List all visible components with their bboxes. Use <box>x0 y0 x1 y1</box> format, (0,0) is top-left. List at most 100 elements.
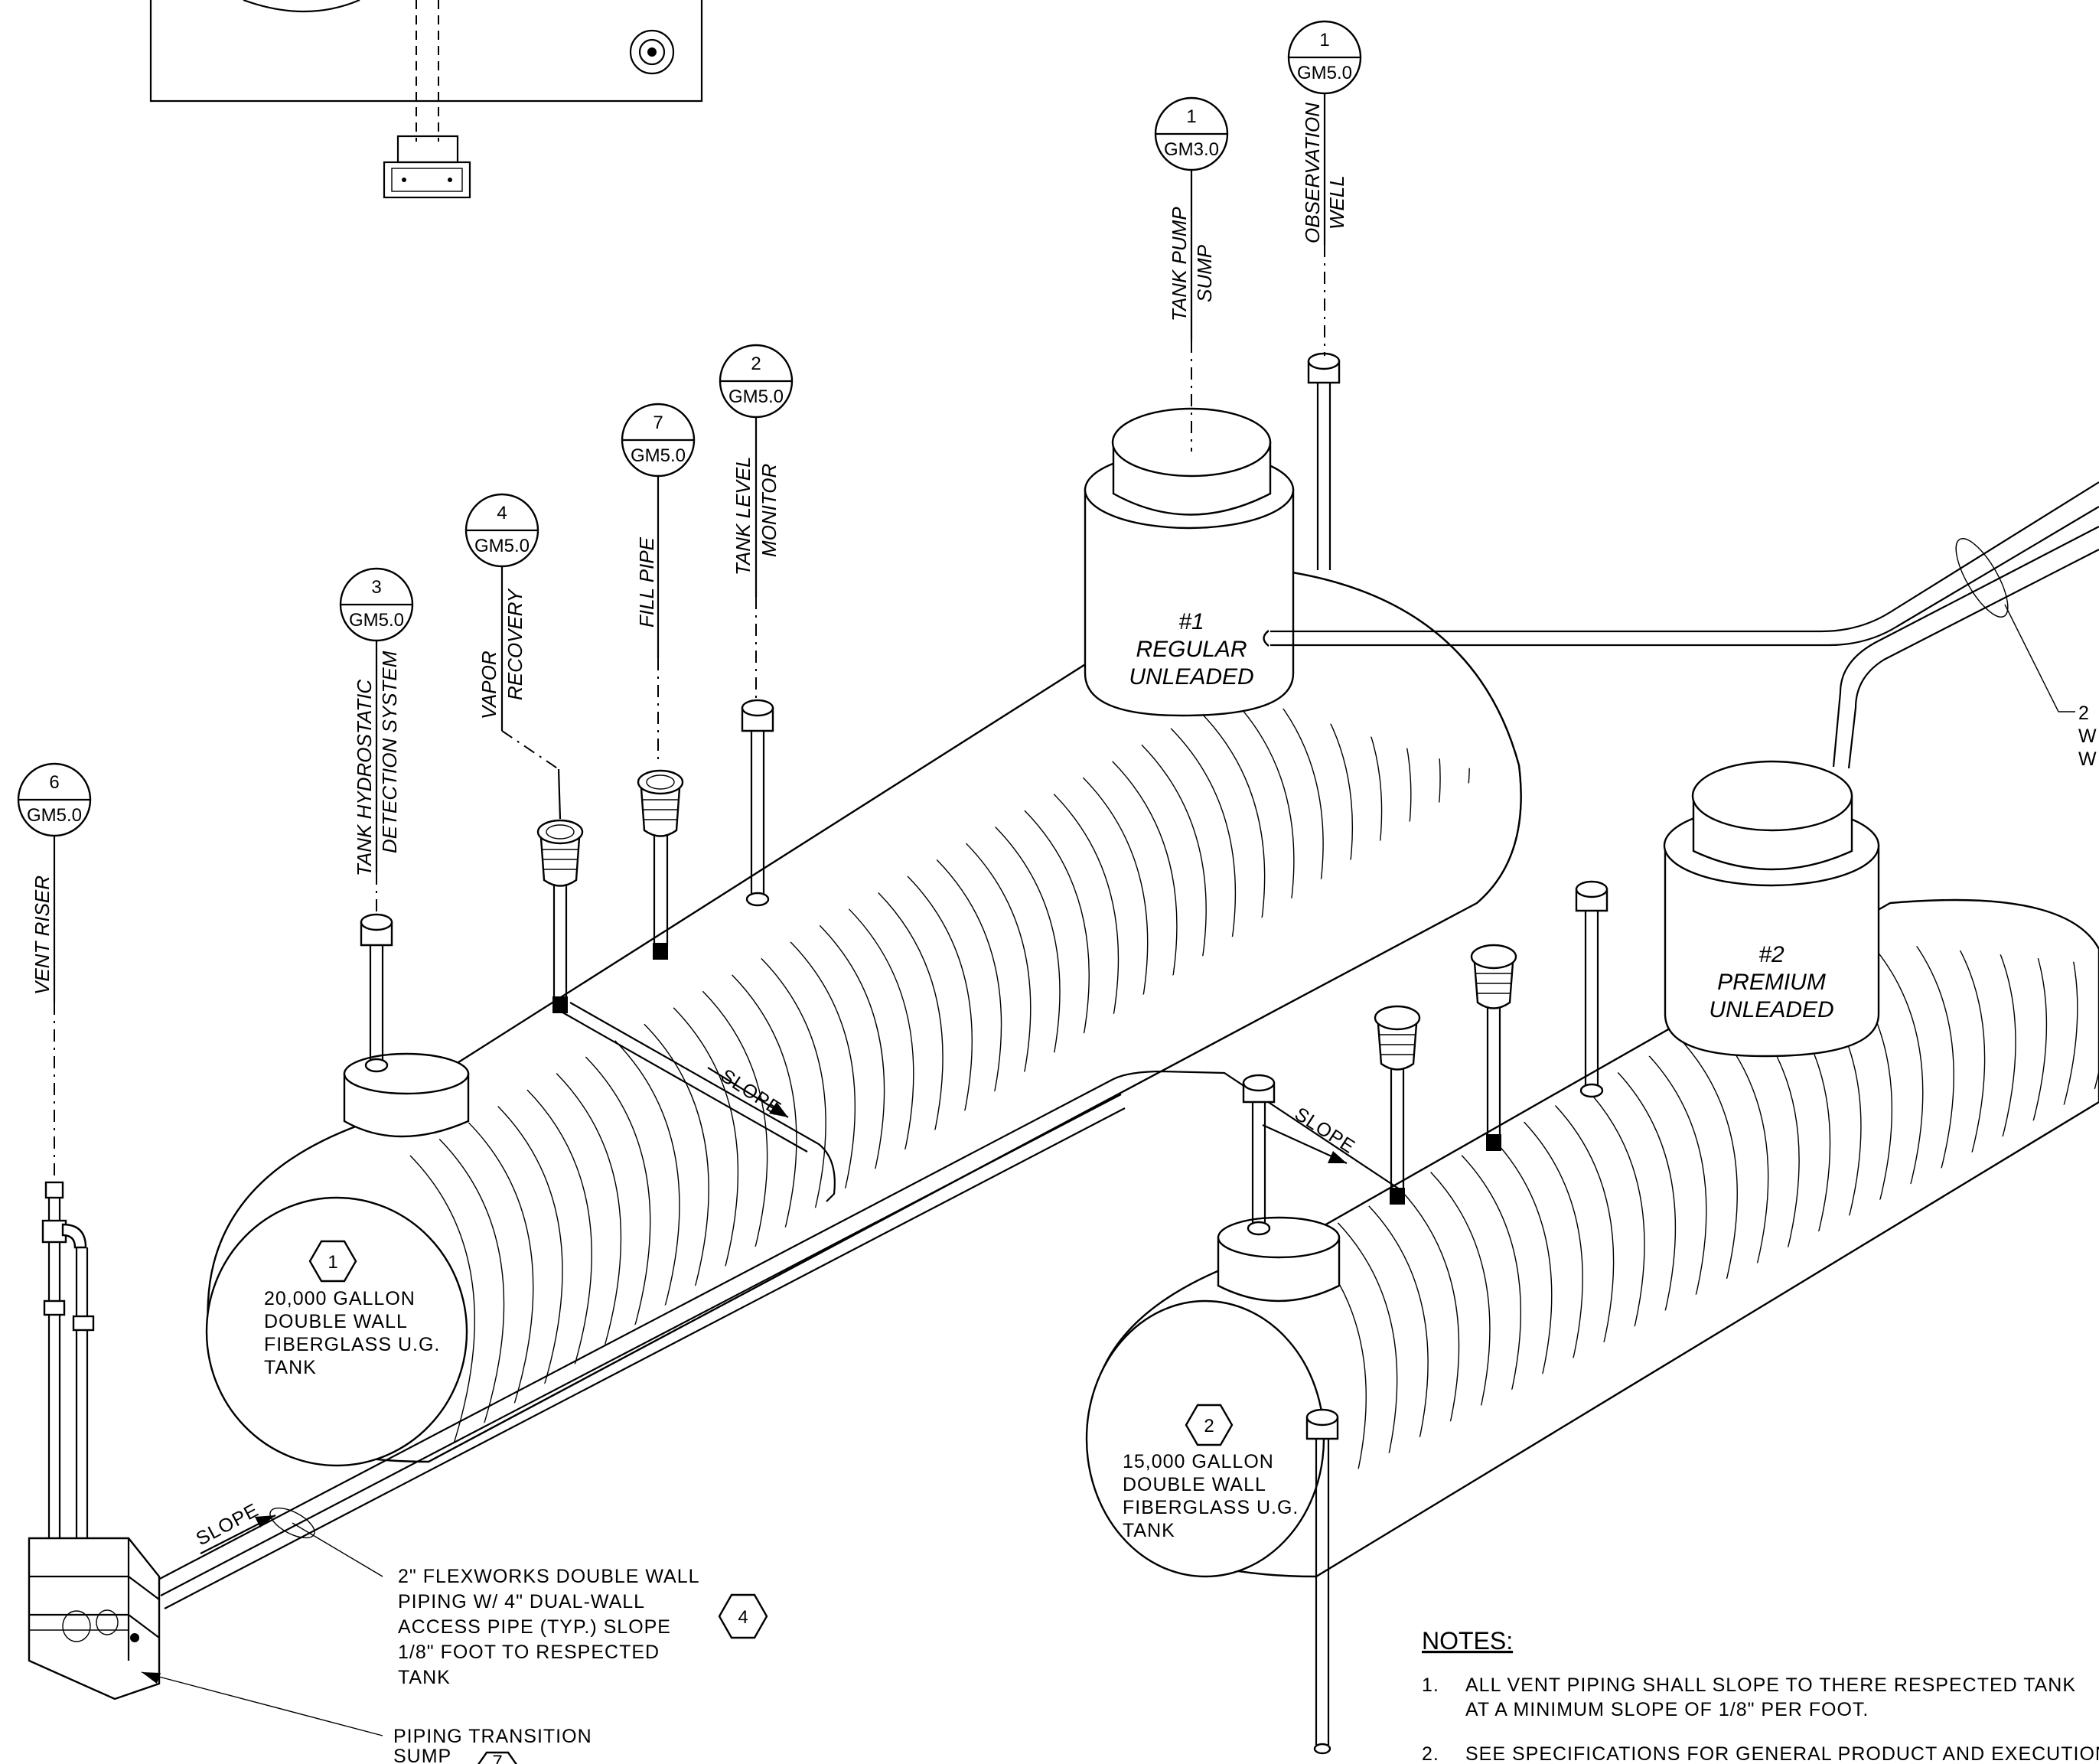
callout-observation-well: 1 GM5.0 OBSERVATION WELL <box>1287 20 1362 356</box>
svg-text:2: 2 <box>751 354 761 374</box>
riser-fill-pipe <box>637 769 684 960</box>
svg-text:GM5.0: GM5.0 <box>631 445 686 466</box>
riser-vapor-recovery <box>536 819 584 1013</box>
svg-text:ACCESS PIPE (TYP.) SLOPE: ACCESS PIPE (TYP.) SLOPE <box>398 1616 671 1638</box>
riser-tank-level-monitor <box>741 699 774 907</box>
svg-text:UNLEADED: UNLEADED <box>1709 997 1833 1022</box>
svg-text:GM5.0: GM5.0 <box>1297 63 1352 83</box>
tank-rib <box>526 1089 592 1412</box>
hex-tag <box>477 1751 517 1764</box>
svg-text:3: 3 <box>371 577 381 598</box>
svg-text:1: 1 <box>1319 30 1329 51</box>
tank-1-body <box>205 565 1522 1467</box>
svg-text:15,000 GALLON: 15,000 GALLON <box>1123 1451 1274 1472</box>
notes-header: NOTES: <box>1422 1627 1513 1655</box>
svg-text:GM5.0: GM5.0 <box>474 536 530 556</box>
vent-riser-assembly <box>41 1181 95 1538</box>
svg-text:REGULAR: REGULAR <box>1136 637 1247 662</box>
slope-label: SLOPE <box>1291 1104 1359 1159</box>
product-piping <box>156 481 2099 1609</box>
callout-tank-pump-sump: 1 GM3.0 TANK PUMP SUMP <box>1154 96 1229 452</box>
svg-text:TANK: TANK <box>398 1667 451 1688</box>
svg-text:TANK PUMP: TANK PUMP <box>1168 207 1191 321</box>
svg-text:GM5.0: GM5.0 <box>27 805 82 826</box>
svg-text:#1: #1 <box>1178 609 1204 634</box>
tank-2-risers <box>1242 880 1608 1755</box>
svg-text:FILL PIPE: FILL PIPE <box>635 536 658 628</box>
tank-rib <box>497 1106 563 1428</box>
callout-vapor-recovery: 4 GM5.0 VAPOR RECOVERY <box>464 493 562 820</box>
svg-text:W: W <box>2078 748 2097 770</box>
tank-2-callout: 2 15,000 GALLON DOUBLE WALL FIBERGLASS U… <box>1123 1404 1299 1541</box>
svg-text:VAPOR: VAPOR <box>477 650 500 719</box>
svg-text:20,000 GALLON: 20,000 GALLON <box>264 1288 416 1309</box>
svg-text:TANK HYDROSTATIC: TANK HYDROSTATIC <box>353 680 376 876</box>
svg-text:DOUBLE WALL: DOUBLE WALL <box>1123 1474 1266 1495</box>
svg-text:AT A MINIMUM SLOPE OF 1/8" PER: AT A MINIMUM SLOPE OF 1/8" PER FOOT. <box>1465 1699 1869 1720</box>
svg-text:4: 4 <box>738 1607 748 1628</box>
svg-text:2.: 2. <box>1422 1743 1439 1764</box>
tank-1-label: #1 REGULAR UNLEADED <box>1129 609 1253 690</box>
svg-text:2" FLEXWORKS DOUBLE WALL: 2" FLEXWORKS DOUBLE WALL <box>398 1566 700 1587</box>
svg-text:TANK: TANK <box>264 1357 317 1378</box>
svg-text:SUMP: SUMP <box>1193 244 1216 302</box>
svg-text:PIPING W/ 4" DUAL-WALL: PIPING W/ 4" DUAL-WALL <box>398 1591 645 1612</box>
svg-text:VENT RISER: VENT RISER <box>31 875 54 995</box>
dispenser-island <box>149 0 703 199</box>
svg-text:TANK: TANK <box>1123 1520 1175 1541</box>
svg-text:7: 7 <box>653 412 663 433</box>
svg-text:W: W <box>2078 725 2097 747</box>
tank-1-callout: 1 20,000 GALLON DOUBLE WALL FIBERGLASS U… <box>264 1240 440 1378</box>
tank-rib <box>556 1073 622 1395</box>
svg-text:2: 2 <box>1204 1416 1214 1436</box>
sump-note: PIPING TRANSITION SUMP 7 <box>141 1671 592 1764</box>
hex-tag <box>308 1240 357 1283</box>
svg-text:RECOVERY: RECOVERY <box>504 588 526 700</box>
tank-rib <box>2048 941 2099 1141</box>
svg-text:DOUBLE WALL: DOUBLE WALL <box>264 1311 408 1332</box>
riser-observation-well <box>1307 352 1341 570</box>
svg-text:#2: #2 <box>1758 942 1784 967</box>
tank-1-pump-sump <box>1084 407 1295 717</box>
svg-text:WELL: WELL <box>1325 175 1348 230</box>
tank-rib <box>2018 941 2078 1158</box>
svg-text:1/8" FOOT TO RESPECTED: 1/8" FOOT TO RESPECTED <box>398 1642 660 1663</box>
svg-text:GM5.0: GM5.0 <box>728 386 784 407</box>
tank-2-label: #2 PREMIUM UNLEADED <box>1709 942 1833 1022</box>
svg-text:GM5.0: GM5.0 <box>349 610 404 631</box>
svg-text:1.: 1. <box>1422 1674 1439 1696</box>
callout-tank-level-monitor: 2 GM5.0 TANK LEVEL MONITOR <box>719 344 794 700</box>
svg-text:1: 1 <box>1186 106 1196 127</box>
tank-rib <box>468 1122 534 1445</box>
svg-text:PREMIUM: PREMIUM <box>1717 970 1826 995</box>
riser-hydrostatic-detection <box>360 913 393 1073</box>
svg-text:6: 6 <box>49 772 59 793</box>
svg-text:UNLEADED: UNLEADED <box>1129 664 1253 690</box>
callout-fill-pipe: 7 GM5.0 FILL PIPE <box>621 403 696 765</box>
tank-rib <box>585 1056 651 1379</box>
right-edge-callout: 2 W W <box>2004 604 2097 770</box>
svg-text:4: 4 <box>497 503 507 523</box>
hex-tag <box>718 1593 768 1639</box>
svg-text:PIPING TRANSITION: PIPING TRANSITION <box>393 1726 592 1747</box>
svg-text:TANK LEVEL: TANK LEVEL <box>732 456 755 576</box>
svg-text:SEE SPECIFICATIONS FOR GENERAL: SEE SPECIFICATIONS FOR GENERAL PRODUCT A… <box>1465 1743 2099 1764</box>
general-notes: NOTES: 1. ALL VENT PIPING SHALL SLOPE TO… <box>1422 1627 2099 1764</box>
callout-hydrostatic-detection: 3 GM5.0 TANK HYDROSTATIC DETECTION SYSTE… <box>339 567 414 915</box>
svg-text:FIBERGLASS U.G.: FIBERGLASS U.G. <box>264 1334 440 1355</box>
hex-tag <box>1185 1404 1234 1446</box>
svg-text:DETECTION SYSTEM: DETECTION SYSTEM <box>378 650 401 853</box>
piping-note: 2" FLEXWORKS DOUBLE WALL PIPING W/ 4" DU… <box>292 1522 768 1688</box>
slope-label: SLOPE <box>193 1499 262 1550</box>
svg-text:MONITOR: MONITOR <box>758 464 781 557</box>
svg-text:FIBERGLASS U.G.: FIBERGLASS U.G. <box>1123 1497 1299 1518</box>
svg-text:OBSERVATION: OBSERVATION <box>1301 103 1324 243</box>
callout-vent-riser: 6 GM5.0 VENT RISER <box>17 762 92 1179</box>
svg-text:2: 2 <box>2078 703 2090 724</box>
svg-text:ALL VENT PIPING SHALL SLOPE TO: ALL VENT PIPING SHALL SLOPE TO THERE RES… <box>1465 1674 2076 1696</box>
svg-text:1: 1 <box>328 1252 337 1273</box>
piping-transition-sump <box>28 1537 161 1700</box>
tank-2-pump-sump <box>1663 760 1880 1058</box>
svg-text:SUMP: SUMP <box>393 1746 451 1764</box>
